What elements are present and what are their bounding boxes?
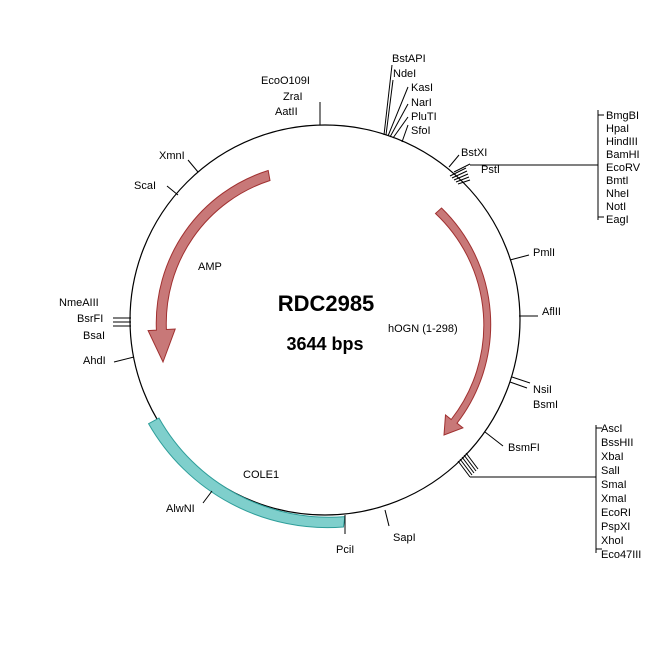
site-label-ahdi: AhdI: [83, 355, 106, 367]
site-label-bamhi: BamHI: [606, 149, 640, 161]
site-sapi-group: SapI: [384, 509, 416, 544]
site-mcs-upper-cluster: BmgBI HpaI HindIII BamHI EcoRV BmtI NheI…: [449, 110, 641, 226]
site-label-nmeaiii: NmeAIII: [59, 297, 99, 309]
feature-cole1-origin: [147, 417, 346, 529]
site-label-pmli: PmlI: [533, 247, 555, 259]
site-label-bmti: BmtI: [606, 175, 629, 187]
site-ecoo109i-group: EcoO109I ZraI AatII: [261, 75, 321, 125]
feature-label-cole1: COLE1: [243, 469, 279, 481]
site-nsii-bsmi-group: NsiI BsmI: [509, 376, 558, 411]
site-pmli-group: PmlI: [509, 247, 555, 261]
site-label-hindiii: HindIII: [606, 136, 638, 148]
feature-hogn-arrow: [434, 207, 492, 436]
site-label-pluti: PluTI: [411, 111, 437, 123]
site-scai-group: ScaI: [134, 180, 179, 196]
site-label-bsai: BsaI: [83, 330, 105, 342]
site-xmni-group: XmnI: [159, 150, 199, 173]
site-label-bsmi: BsmI: [533, 399, 558, 411]
site-label-nari: NarI: [411, 97, 432, 109]
site-label-bsrfi: BsrFI: [77, 313, 103, 325]
site-bsmfi-group: BsmFI: [484, 431, 540, 454]
site-label-aflii: AflII: [542, 306, 561, 318]
site-label-ndei: NdeI: [393, 68, 416, 80]
site-label-zrai: ZraI: [283, 91, 303, 103]
site-aflii-group: AflII: [519, 306, 561, 318]
site-ahdi-group: AhdI: [83, 355, 135, 367]
plasmid-name: RDC2985: [278, 291, 375, 316]
site-label-bstxi: BstXI: [461, 147, 487, 159]
site-label-scai: ScaI: [134, 180, 156, 192]
site-label-pcii: PciI: [336, 544, 354, 556]
plasmid-size: 3644 bps: [286, 334, 363, 354]
site-label-ecorv: EcoRV: [606, 162, 641, 174]
feature-amp-arrow: [147, 169, 271, 364]
feature-label-amp: AMP: [198, 261, 222, 273]
site-bstxi-pst-group: BstXI PstI: [448, 147, 500, 176]
site-mcs-lower-cluster: AscI BssHII XbaI SalI SmaI XmaI EcoRI Ps…: [457, 423, 641, 561]
site-label-eagi: EagI: [606, 214, 629, 226]
site-label-sali: SalI: [601, 465, 620, 477]
feature-label-hogn: hOGN (1-298): [388, 323, 458, 335]
site-label-bmgbi: BmgBI: [606, 110, 639, 122]
site-label-bsshii: BssHII: [601, 437, 633, 449]
site-label-xmni: XmnI: [159, 150, 185, 162]
site-label-kasi: KasI: [411, 82, 433, 94]
site-label-psti: PstI: [481, 164, 500, 176]
site-label-aatii: AatII: [275, 106, 298, 118]
site-label-xmai: XmaI: [601, 493, 627, 505]
site-top-cluster: BstAPI NdeI KasI NarI PluTI SfoI: [383, 53, 437, 143]
site-label-noti: NotI: [606, 201, 626, 213]
site-label-sfoi: SfoI: [411, 125, 431, 137]
site-label-alwni: AlwNI: [166, 503, 195, 515]
site-label-xbai: XbaI: [601, 451, 624, 463]
site-label-nhei: NheI: [606, 188, 629, 200]
site-alwni-group: AlwNI: [166, 490, 213, 515]
site-label-xhoi: XhoI: [601, 535, 624, 547]
site-label-bsmfi: BsmFI: [508, 442, 540, 454]
site-label-nsii: NsiI: [533, 384, 552, 396]
site-label-ecoo109i: EcoO109I: [261, 75, 310, 87]
plasmid-backbone: [129, 124, 521, 516]
site-label-smai: SmaI: [601, 479, 627, 491]
site-pcii-group: PciI: [336, 515, 354, 556]
site-label-asci: AscI: [601, 423, 622, 435]
site-label-eco47iii: Eco47III: [601, 549, 641, 561]
site-label-bstapi: BstAPI: [392, 53, 426, 65]
site-label-hpai: HpaI: [606, 123, 629, 135]
site-label-ecori: EcoRI: [601, 507, 631, 519]
site-label-pspxi: PspXI: [601, 521, 630, 533]
site-left-cluster: NmeAIII BsrFI BsaI: [59, 297, 131, 342]
site-label-sapi: SapI: [393, 532, 416, 544]
